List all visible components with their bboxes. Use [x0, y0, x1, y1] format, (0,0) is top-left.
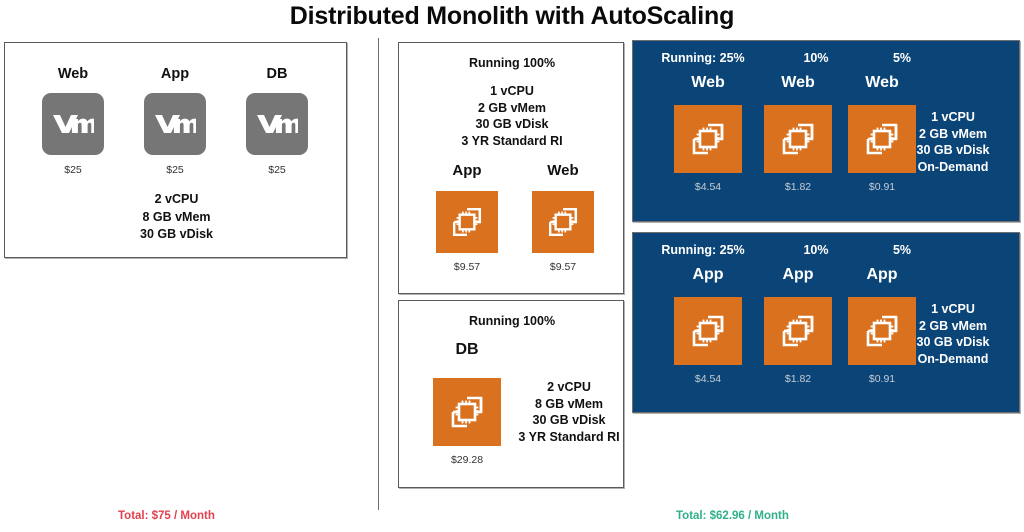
- vm-label: Web: [57, 66, 89, 82]
- vmware-logo-icon: [144, 93, 206, 155]
- vm-label: App: [160, 66, 190, 82]
- aws-ec2-icon: [433, 378, 501, 446]
- running-row: Running: 25% 10% 5%: [633, 51, 1021, 69]
- ec2-column-web: Web: [517, 161, 609, 273]
- aws-ec2-icon: [848, 105, 916, 173]
- ec2-label: Web: [691, 74, 725, 91]
- ec2-price: $0.91: [868, 181, 896, 193]
- vm-column-app: App $25: [125, 65, 225, 176]
- vm-price: $25: [166, 164, 184, 176]
- running-label: Running 100%: [468, 314, 556, 328]
- running-label-1: Running: 25%: [661, 243, 745, 257]
- ec2-column-app: App: [421, 161, 513, 273]
- ec2-label-db: DB: [455, 341, 479, 358]
- aws-ec2-icon: [764, 105, 832, 173]
- ec2-price: $9.57: [549, 261, 577, 273]
- vm-column-web: Web $25: [23, 65, 123, 176]
- aws-ec2-icon: [436, 191, 498, 253]
- blue-column-app-1: App $4.54: [665, 265, 751, 385]
- blue-column-web-1: Web $4.54: [665, 73, 751, 193]
- ec2-price: $1.82: [784, 181, 812, 193]
- vertical-divider: [378, 38, 379, 510]
- autoscaling-web-panel: Running: 25% 10% 5% Web: [632, 40, 1020, 222]
- blue-column-web-2: Web $1.82: [755, 73, 841, 193]
- aws-ec2-icon: [674, 105, 742, 173]
- vm-price: $25: [268, 164, 286, 176]
- running-label-2: 10%: [803, 51, 829, 65]
- total-left: Total: $75 / Month: [118, 510, 215, 522]
- vmware-logo-icon: [42, 93, 104, 155]
- vmware-logo-icon: [246, 93, 308, 155]
- running-label-3: 5%: [892, 51, 912, 65]
- vmware-on-prem-panel: Web $25 App $25 DB: [4, 42, 347, 258]
- page-title: Distributed Monolith with AutoScaling: [289, 2, 735, 30]
- ec2-label: Web: [781, 74, 815, 91]
- ec2-label: Web: [865, 74, 899, 91]
- running-label-3: 5%: [892, 243, 912, 257]
- ec2-price: $0.91: [868, 373, 896, 385]
- aws-ec2-icon: [674, 297, 742, 365]
- ec2-price: $1.82: [784, 373, 812, 385]
- ec2-label: App: [782, 266, 814, 283]
- ec2-icon-wrap-db: $29.28: [417, 367, 517, 466]
- ec2-label: App: [452, 162, 482, 179]
- vm-label: DB: [266, 66, 288, 82]
- total-right: Total: $62.96 / Month: [676, 510, 789, 522]
- ec2-price: $9.57: [453, 261, 481, 273]
- ec2-price: $29.28: [450, 454, 484, 466]
- running-row: Running: 25% 10% 5%: [633, 243, 1021, 261]
- blue-column-app-3: App $0.91: [839, 265, 925, 385]
- blue-column-app-2: App $1.82: [755, 265, 841, 385]
- aws-ec2-icon: [532, 191, 594, 253]
- running-label: Running 100%: [468, 56, 556, 70]
- autoscaling-app-panel: Running: 25% 10% 5% App: [632, 232, 1020, 413]
- running-label-2: 10%: [803, 243, 829, 257]
- ec2-label: App: [692, 266, 724, 283]
- blue-column-web-3: Web $0.91: [839, 73, 925, 193]
- ec2-price: $4.54: [694, 373, 722, 385]
- vm-price: $25: [64, 164, 82, 176]
- ec2-price: $4.54: [694, 181, 722, 193]
- running-label-1: Running: 25%: [661, 51, 745, 65]
- reserved-instance-db-panel: Running 100% DB: [398, 300, 624, 488]
- ec2-label: App: [866, 266, 898, 283]
- vm-column-db: DB $25: [227, 65, 327, 176]
- ec2-label: Web: [547, 162, 579, 179]
- aws-ec2-icon: [848, 297, 916, 365]
- aws-ec2-icon: [764, 297, 832, 365]
